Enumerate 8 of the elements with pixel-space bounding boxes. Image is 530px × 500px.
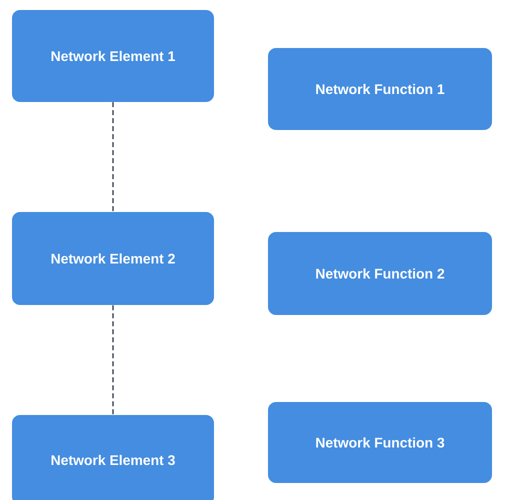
connector-line [112, 102, 114, 212]
process-box: Network Function 1 [268, 48, 492, 130]
process-box: Network Element 3 [12, 414, 214, 500]
process-box: Network Function 2 [268, 232, 492, 315]
process-box: Network Element 2 [12, 212, 214, 305]
connector-line [112, 305, 114, 415]
process-box: Network Element 1 [12, 10, 214, 102]
process-box: Network Function 3 [268, 402, 492, 483]
